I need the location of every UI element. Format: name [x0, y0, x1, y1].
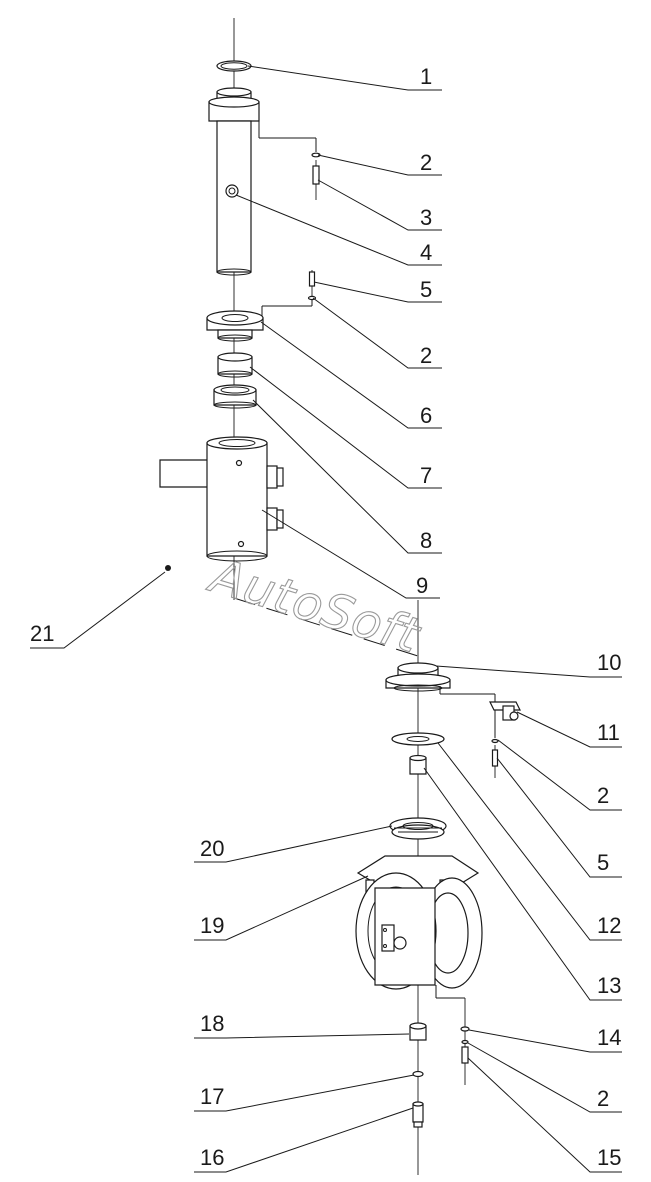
- callout-leader-c2c: [497, 739, 622, 811]
- callout-leader-c11: [516, 711, 622, 748]
- watermark-text: AutoSoft: [202, 547, 428, 665]
- housing-part: [159, 436, 284, 562]
- callout-number-c8: 8: [420, 528, 432, 553]
- callout-leader-c15: [467, 1057, 622, 1173]
- callout-leader-c5a: [313, 281, 442, 303]
- callout-leader-c12: [437, 742, 622, 941]
- callout-number-c5a: 5: [420, 277, 432, 302]
- callout-leader-c17: [194, 1074, 415, 1112]
- thrust-washer-part: [391, 732, 445, 746]
- callout-leader-c6: [260, 321, 442, 429]
- callout-number-c5b: 5: [597, 850, 609, 875]
- callout-leader-c7: [249, 366, 442, 489]
- callout-leader-c5b: [496, 757, 622, 878]
- callout-number-c19: 19: [200, 913, 224, 938]
- callout-leader-c14: [468, 1029, 622, 1053]
- screw-washer-flange: [261, 270, 317, 318]
- callout-leader-c10: [435, 665, 622, 678]
- callout-number-c10: 10: [597, 650, 621, 675]
- callout-number-c2d: 2: [597, 1086, 609, 1111]
- bracket-part: [439, 686, 521, 778]
- callout-number-c2c: 2: [597, 783, 609, 808]
- callout-number-c2a: 2: [420, 150, 432, 175]
- callout-leader-c9: [261, 509, 440, 599]
- callout-leader-c2d: [467, 1042, 622, 1113]
- callout-leader-c20: [194, 825, 393, 863]
- callout-leader-c3: [317, 179, 442, 231]
- callout-leader-c21: [30, 571, 166, 649]
- small-washer-part: [412, 1070, 424, 1078]
- flange-part: [206, 310, 264, 342]
- callout-leader-c8: [252, 399, 442, 554]
- callout-leader-c18: [194, 1033, 410, 1039]
- callout-number-c21: 21: [30, 621, 54, 646]
- callout-number-c20: 20: [200, 836, 224, 861]
- callout-number-c17: 17: [200, 1084, 224, 1109]
- callout-number-c13: 13: [597, 973, 621, 998]
- callout-number-c15: 15: [597, 1145, 621, 1170]
- o-ring-part: [216, 60, 252, 72]
- callout-number-c1: 1: [420, 64, 432, 89]
- assembly-marker-dot: [165, 565, 171, 571]
- callout-leader-c2b: [312, 297, 442, 369]
- callout-leader-c19: [194, 875, 369, 941]
- callout-number-c9: 9: [416, 573, 428, 598]
- axle-fasteners-right: [460, 998, 470, 1085]
- sleeve-part: [409, 1022, 427, 1041]
- fork-wheel-part: [355, 855, 483, 999]
- callout-number-c11: 11: [597, 720, 620, 745]
- bearing-part: [213, 384, 257, 409]
- callout-number-c2b: 2: [420, 343, 432, 368]
- callout-leader-c2a: [317, 154, 442, 176]
- callout-number-c3: 3: [420, 205, 432, 230]
- callout-number-c4: 4: [420, 240, 432, 265]
- callout-number-c14: 14: [597, 1025, 621, 1050]
- bushing-part: [217, 352, 253, 378]
- bolt-part: [412, 1101, 424, 1128]
- callout-leader-c13: [423, 767, 622, 1001]
- lower-flange-part: [385, 662, 451, 692]
- callout-number-c12: 12: [597, 913, 621, 938]
- upper-tube-part: [208, 87, 260, 276]
- callout-number-c6: 6: [420, 403, 432, 428]
- callout-number-c16: 16: [200, 1145, 224, 1170]
- callout-number-c18: 18: [200, 1011, 224, 1036]
- callout-leader-c16: [194, 1107, 414, 1173]
- washer-screw-upper: [258, 120, 321, 200]
- callout-number-c7: 7: [420, 463, 432, 488]
- ball-ring-part: [389, 817, 447, 840]
- callout-leader-c1: [247, 65, 442, 91]
- nut-part: [409, 754, 427, 775]
- callout-leader-c4: [235, 194, 442, 266]
